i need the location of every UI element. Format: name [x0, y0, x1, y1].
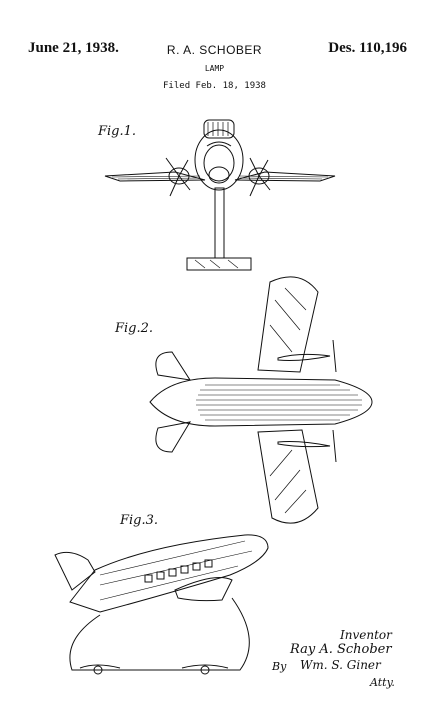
- filed-date: Filed Feb. 18, 1938: [163, 81, 266, 91]
- fig2-fuselage: [149, 377, 373, 427]
- inventor-signature: Ray A. Schober: [290, 642, 392, 657]
- figure-1: Fig.1.: [97, 119, 336, 271]
- fig1-right-propeller: [249, 157, 271, 197]
- atty-label: Atty.: [370, 676, 395, 689]
- fig1-tail: [203, 119, 235, 139]
- patent-number: Des. 110,196: [328, 40, 407, 56]
- fig1-right-engine: [248, 167, 270, 185]
- fig3-fuselage: [69, 534, 269, 613]
- inventor-name: R. A. SCHOBER: [166, 43, 263, 57]
- fig3-foot-left: [93, 665, 103, 675]
- fig3-tail-fin: [54, 551, 96, 591]
- patent-date: June 21, 1938.: [28, 40, 119, 56]
- fig1-fuselage: [194, 129, 244, 191]
- fig2-upper-wing: [257, 276, 319, 373]
- fig1-label: Fig.1.: [97, 124, 136, 139]
- fig2-upper-tailplane: [155, 351, 192, 381]
- fig1-stand-post: [214, 187, 225, 259]
- figure-3: Fig.3.: [54, 513, 269, 675]
- attorney-signature: Wm. S. Giner: [300, 658, 381, 672]
- fig2-lower-wing: [257, 429, 319, 524]
- by-label: By: [272, 660, 287, 673]
- fig3-wing: [174, 577, 233, 602]
- fig2-lower-propeller: [332, 429, 337, 463]
- fig2-upper-engine: [277, 353, 331, 361]
- inventor-caption: Inventor: [340, 628, 392, 642]
- fig1-left-propeller: [165, 157, 191, 197]
- fig2-lower-engine: [277, 441, 331, 448]
- fig1-left-engine: [168, 167, 190, 185]
- fig3-stand-frame: [69, 597, 250, 671]
- fig2-lower-tailplane: [155, 421, 192, 453]
- fig2-label: Fig.2.: [114, 321, 153, 336]
- fig3-windows: [144, 559, 213, 583]
- fig1-base: [186, 257, 252, 271]
- figure-2: Fig.2.: [114, 276, 373, 524]
- fig1-left-wing: [104, 171, 206, 182]
- fig2-upper-propeller: [332, 339, 337, 373]
- patent-title: LAMP: [204, 64, 225, 73]
- fig3-label: Fig.3.: [119, 513, 158, 528]
- fig3-foot-right: [200, 665, 210, 675]
- fig1-right-wing: [234, 171, 336, 182]
